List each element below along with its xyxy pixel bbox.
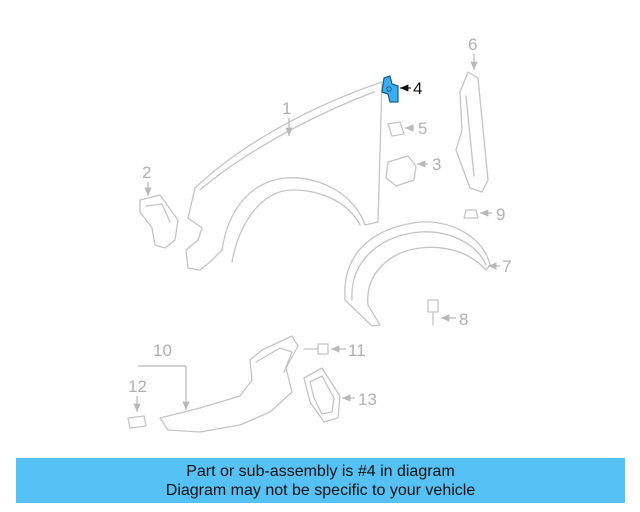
part-13-cover[interactable] bbox=[303, 367, 341, 423]
part-5-cap[interactable] bbox=[387, 121, 405, 137]
callout-7: 7 bbox=[502, 257, 511, 276]
banner-line-1: Part or sub-assembly is #4 in diagram bbox=[186, 462, 455, 480]
part-9-clip[interactable] bbox=[463, 209, 479, 219]
callout-11: 11 bbox=[348, 341, 366, 360]
callout-9: 9 bbox=[496, 205, 505, 224]
callout-5: 5 bbox=[418, 119, 427, 138]
callout-3: 3 bbox=[432, 155, 441, 174]
callout-1: 1 bbox=[282, 99, 291, 118]
part-12-grommet[interactable] bbox=[127, 415, 147, 429]
callout-6: 6 bbox=[468, 35, 477, 54]
part-8-bolt[interactable] bbox=[427, 299, 439, 326]
part-10-splash-shield[interactable] bbox=[159, 335, 299, 433]
callout-13: 13 bbox=[358, 390, 377, 409]
banner-line-2: Diagram may not be specific to your vehi… bbox=[165, 481, 476, 499]
part-11-bolt[interactable] bbox=[303, 343, 329, 355]
info-banner: Part or sub-assembly is #4 in diagram Di… bbox=[16, 458, 625, 503]
parts-diagram: 1 2 3 4 5 6 7 8 bbox=[127, 35, 511, 433]
part-6-seal[interactable] bbox=[455, 71, 489, 193]
part-3-bracket[interactable] bbox=[385, 155, 417, 187]
callout-4: 4 bbox=[413, 79, 422, 98]
part-4-clip[interactable] bbox=[381, 75, 399, 103]
part-1-fender[interactable] bbox=[185, 81, 383, 271]
callout-2: 2 bbox=[142, 163, 151, 182]
part-2-bracket[interactable] bbox=[139, 194, 179, 249]
callout-10: 10 bbox=[153, 341, 172, 360]
callout-8: 8 bbox=[459, 310, 468, 329]
callout-12: 12 bbox=[128, 377, 147, 396]
